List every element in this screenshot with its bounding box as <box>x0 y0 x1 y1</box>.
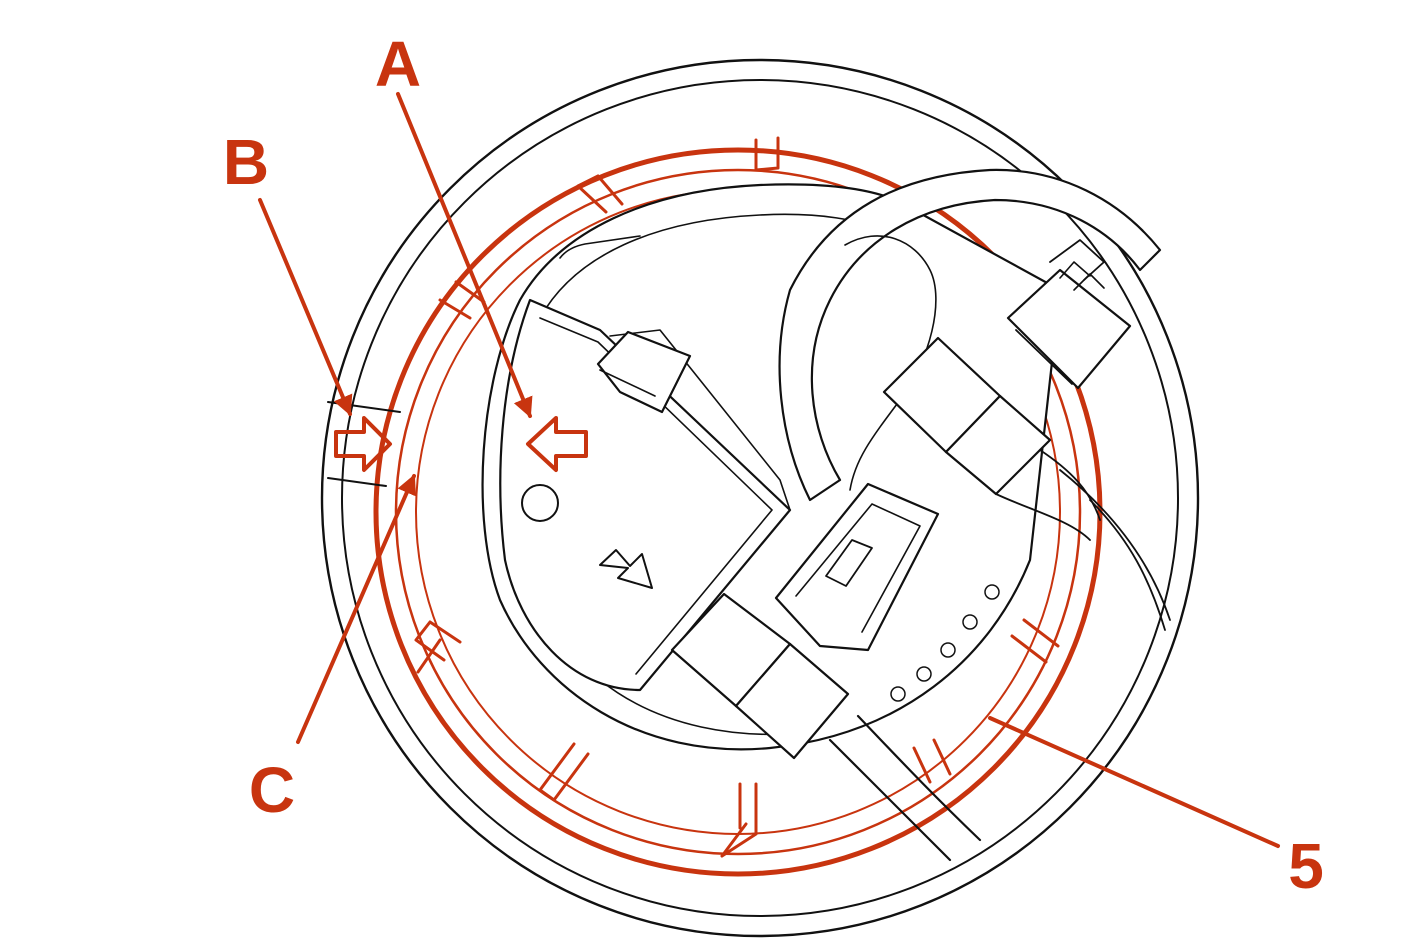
callout-leaders <box>258 92 1280 848</box>
connector-upper-right <box>1006 239 1132 390</box>
marking-circle <box>940 642 956 658</box>
central-plug-latch <box>825 539 873 587</box>
cover-panel-edge <box>609 329 791 511</box>
ring-tab <box>414 620 462 674</box>
pipe-sleeve <box>596 330 692 414</box>
cover-panel <box>499 298 792 692</box>
lock-ring-mid <box>394 168 1082 856</box>
arrow-right-icon <box>334 416 392 472</box>
callout-b-label: B <box>223 126 269 198</box>
plate-lip <box>559 235 641 259</box>
tank-outer-ring <box>320 58 1200 938</box>
central-plug-inner <box>795 503 921 633</box>
ring-tab <box>538 742 590 802</box>
ring-tab <box>754 136 780 172</box>
vent-hole <box>521 484 559 522</box>
hose <box>778 168 1162 502</box>
callout-5-leader <box>988 716 1280 848</box>
tank-inner-ring <box>341 79 1179 917</box>
lock-ring-outer <box>373 147 1103 877</box>
connector-middle <box>882 336 1101 541</box>
hose-inner-curve <box>844 235 937 491</box>
ring-tab <box>576 174 624 214</box>
marking-circle <box>890 686 906 702</box>
connector-pins <box>1059 261 1105 291</box>
central-plug <box>774 482 940 652</box>
cover-panel-inner-line <box>539 317 773 675</box>
lock-ring-tabs <box>414 136 1060 858</box>
cover-panel-outline <box>499 298 792 692</box>
ring-tab <box>1010 618 1060 664</box>
connector-latch <box>1015 239 1105 385</box>
hose-body <box>778 168 1162 502</box>
connector-housing <box>1006 268 1132 390</box>
callout-labels: A B C 5 <box>223 28 1324 902</box>
callout-a-label: A <box>375 28 421 100</box>
movement-arrows <box>334 416 588 472</box>
pipe-collar-line <box>599 369 656 397</box>
callout-c-leader <box>296 474 416 744</box>
mid-connector-sleeve <box>944 394 1052 496</box>
level-markings <box>890 584 1000 702</box>
callout-5-label: 5 <box>1288 830 1324 902</box>
connector-lower <box>670 469 1171 862</box>
ring-tab <box>720 782 758 858</box>
mid-connector-cable <box>995 449 1101 541</box>
lower-connector-sleeve <box>734 642 850 760</box>
callout-a-leader <box>396 92 533 418</box>
lower-cable <box>828 714 982 862</box>
ring-tab <box>912 738 952 784</box>
marking-circle <box>916 666 932 682</box>
direction-arrow-icon <box>599 549 653 589</box>
pipe-collar <box>596 330 692 414</box>
marking-circle <box>984 584 1000 600</box>
marking-circle <box>962 614 978 630</box>
tank-flange <box>320 58 1200 938</box>
callout-b-leader <box>258 198 353 416</box>
lock-ring <box>373 136 1103 877</box>
right-cable <box>1059 469 1171 631</box>
ring-tab <box>438 280 486 320</box>
callout-c-label: C <box>249 754 295 826</box>
arrow-left-icon <box>526 416 588 472</box>
